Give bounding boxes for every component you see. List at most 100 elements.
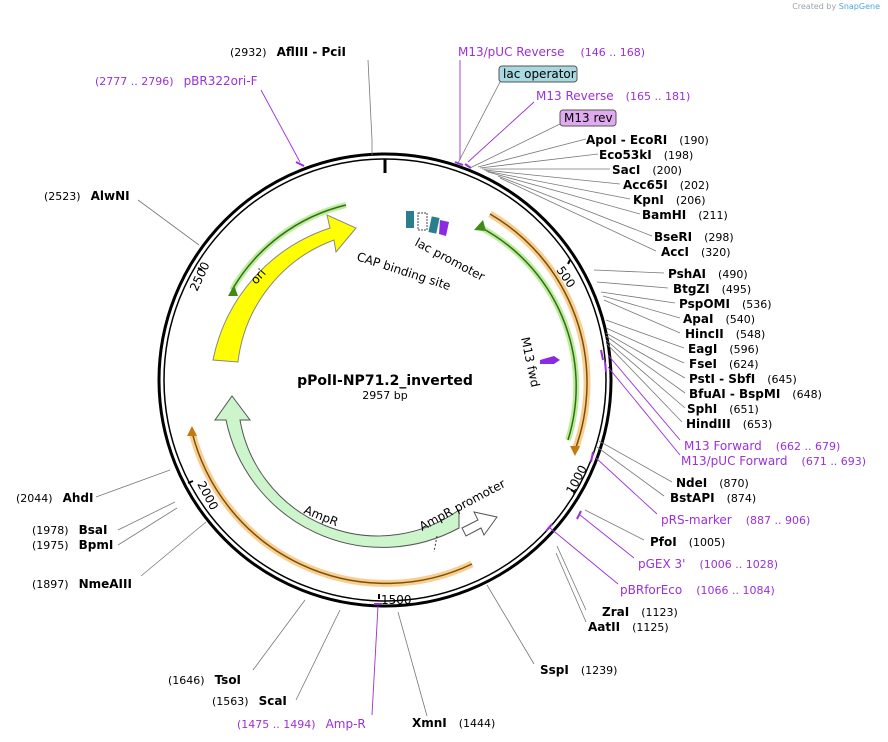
leader-sspi	[486, 584, 535, 665]
site-ahdi: (2044)AhdI	[16, 491, 93, 505]
site-eagi: EagI(596)	[688, 342, 759, 356]
site-hincii: HincII(548)	[685, 327, 765, 341]
site-zrai: ZraI(1123)	[602, 605, 678, 619]
orange-arc-right	[489, 213, 588, 451]
primer-label-m13puc-rev: M13/pUC Reverse(146 .. 168)	[458, 45, 645, 59]
leader-kpni	[485, 170, 631, 200]
site-ndei: NdeI(870)	[676, 476, 749, 490]
snapgene-credit: Created by SnapGene	[792, 2, 880, 11]
leader-nmeaiii	[140, 521, 207, 577]
credit-text: Created by	[792, 2, 837, 11]
lac-promoter-feature	[417, 212, 428, 231]
site-bstapi: BstAPI(874)	[670, 491, 756, 505]
orange-arc-left-halo	[188, 431, 474, 587]
sites-left: (2932)AflIII - PciI (2523)AlwNI (2044)Ah…	[16, 45, 346, 708]
leader-bsai	[117, 501, 176, 531]
orange-arc-right-arrow	[570, 446, 580, 456]
leader-bfuai	[605, 335, 686, 394]
tick-1000-mark	[570, 489, 576, 493]
primer-mark-m13puc-fwd	[604, 361, 607, 373]
site-aatii: AatII(1125)	[588, 620, 669, 634]
leader-fsei	[605, 327, 685, 364]
leader-ahdi	[95, 469, 171, 498]
primer-mark-m13-rev	[464, 163, 472, 169]
leader-btgzi	[596, 281, 669, 289]
leader-scai	[295, 609, 341, 701]
primer-leader-pgex	[579, 514, 635, 559]
primer-label-pgex: pGEX 3'(1006 .. 1028)	[638, 557, 778, 571]
site-sphi: SphI(651)	[687, 402, 759, 416]
primer-mark-pgex	[545, 523, 553, 532]
orange-arc-left-arrow	[187, 426, 197, 436]
primer-leader-m13-rev	[467, 101, 535, 163]
primer-mark-pbr322ori	[295, 161, 305, 167]
primer-mark-m13-fwd	[600, 349, 604, 361]
leader-aatii	[555, 552, 587, 623]
primer-mark-pbrforeco	[576, 510, 582, 520]
primer-leader-prs	[595, 457, 658, 515]
site-pshai: PshAI(490)	[668, 267, 748, 281]
leader-aflIII	[367, 59, 373, 155]
leader-zrai	[556, 545, 587, 611]
leader-apai	[602, 295, 681, 319]
site-psti-sbfi: PstI - SbfI(645)	[689, 372, 797, 386]
green-arc-arrow	[474, 220, 486, 231]
site-xmni: XmnI(1444)	[412, 716, 495, 730]
tick-2000-mark	[187, 480, 194, 484]
m13-fwd-feature	[540, 356, 560, 364]
site-nmeaiii: (1897)NmeAIII	[32, 577, 132, 591]
primer-label-m13-fwd: M13 Forward(662 .. 679)	[684, 439, 840, 453]
plasmid-name: pPolI-NP71.2_inverted	[297, 373, 473, 389]
primer-leader-m13-fwd	[607, 354, 681, 441]
snapgene-logo: SnapGene	[838, 2, 880, 11]
tick-500-mark	[567, 259, 571, 265]
site-bpmi: (1975)BpmI	[32, 538, 113, 552]
green-arc-ori	[231, 204, 347, 291]
leader-pshai	[593, 269, 665, 274]
site-acc65i: Acc65I(202)	[623, 178, 709, 192]
site-fsei: FseI(624)	[689, 357, 759, 371]
ampr-promoter-feature	[461, 511, 498, 537]
site-acci: AccI(320)	[661, 245, 731, 259]
leader-bpmi	[117, 507, 178, 546]
backbone-outer	[157, 152, 613, 608]
leader-bseri	[497, 175, 653, 237]
m13-rev-box-label: M13 rev	[564, 111, 613, 125]
site-pspomi: PspOMI(536)	[679, 297, 772, 311]
site-kpni: KpnI(206)	[633, 193, 706, 207]
green-arc-ori-arrow	[228, 285, 238, 296]
leader-bamhi	[487, 171, 641, 215]
sites-right: ApoI - EcoRI(190) Eco53kI(198) SacI(200)…	[412, 133, 822, 730]
leader-lines	[95, 59, 686, 717]
site-scai: (1563)ScaI	[212, 694, 287, 708]
leader-hincii	[603, 299, 681, 334]
site-ecori: ApoI - EcoRI(190)	[586, 133, 709, 147]
leader-sphi	[605, 339, 686, 409]
leader-bstapi	[596, 446, 665, 497]
tick-1500: 1500	[381, 593, 412, 607]
site-bseri: BseRI(298)	[654, 230, 734, 244]
leader-ndei	[598, 440, 673, 483]
lac-operator-box-label: lac operator	[503, 67, 576, 81]
ampr-divider	[433, 535, 438, 553]
site-afliii-pcii: (2932)AflIII - PciI	[230, 45, 346, 59]
tick-2500-mark	[197, 267, 203, 271]
leader-ecori	[477, 138, 587, 168]
site-sspi: SspI(1239)	[540, 663, 617, 677]
primer-leader-ampr	[371, 605, 379, 716]
ori-feature	[212, 214, 357, 363]
primer-marks	[295, 161, 607, 605]
green-arc	[477, 225, 577, 441]
leader-acci	[499, 177, 657, 252]
primer-label-pbr322ori: (2777 .. 2796)pBR322ori-F	[95, 74, 258, 88]
primer-leader-m13puc-fwd	[607, 366, 681, 456]
primer-leader-pbr322ori	[260, 89, 301, 163]
site-tsoi: (1646)TsoI	[168, 673, 241, 687]
primer-leader-pbrforeco	[549, 527, 619, 585]
site-bamhi: BamHI(211)	[642, 208, 728, 222]
primer-mark-prs	[590, 451, 594, 463]
leader-eagi	[605, 319, 685, 349]
site-btgzi: BtgZI(495)	[673, 282, 751, 296]
leader-pfoi	[584, 509, 645, 541]
